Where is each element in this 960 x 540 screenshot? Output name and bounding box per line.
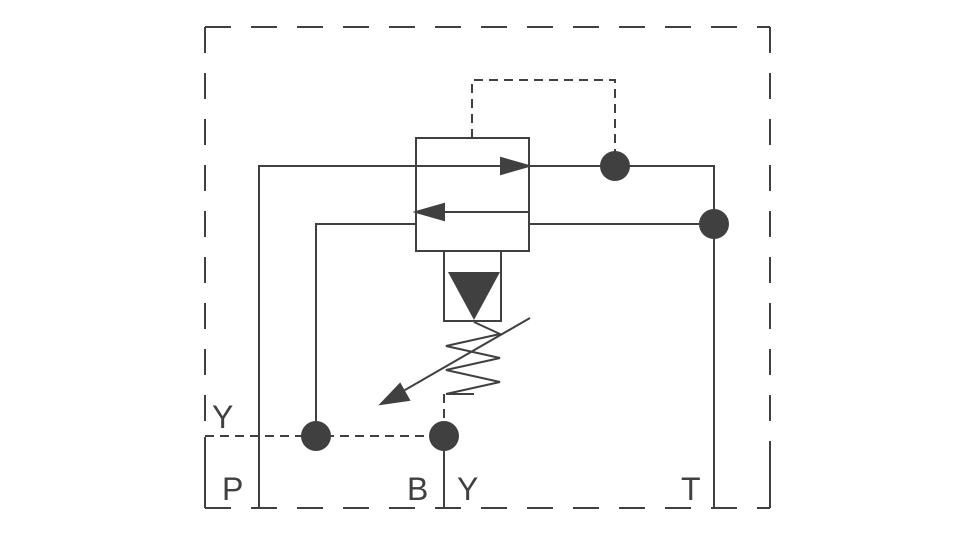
pilot-line-top: [471, 79, 616, 166]
arrow-head-right: [500, 156, 533, 176]
label-port-y: Y: [457, 471, 478, 507]
b-line-left: [315, 223, 416, 436]
valve-spool-box: [415, 137, 530, 252]
junction-dot-b-left: [301, 421, 331, 451]
adjustment-arrow-head: [378, 382, 411, 406]
flow-arrows: [412, 156, 533, 222]
spring: [445, 321, 504, 395]
pilot-lines: [205, 79, 616, 437]
label-y-left: Y: [212, 399, 233, 435]
arrow-head-left: [412, 202, 445, 222]
junction-dot-b: [429, 421, 459, 451]
enclosure-boundary: [204, 26, 771, 509]
label-port-p: P: [222, 471, 243, 507]
junction-dot-pilot: [600, 151, 630, 181]
actuator-triangle: [448, 272, 500, 320]
actuator-box: [443, 250, 502, 322]
label-port-t: T: [681, 471, 701, 507]
adjustment-arrow: [378, 317, 531, 406]
junctions: [301, 151, 729, 451]
label-port-b: B: [407, 471, 428, 507]
port-block: [204, 437, 771, 508]
junction-dot-t: [699, 209, 729, 239]
adjustment-arrow-shaft: [397, 317, 531, 395]
